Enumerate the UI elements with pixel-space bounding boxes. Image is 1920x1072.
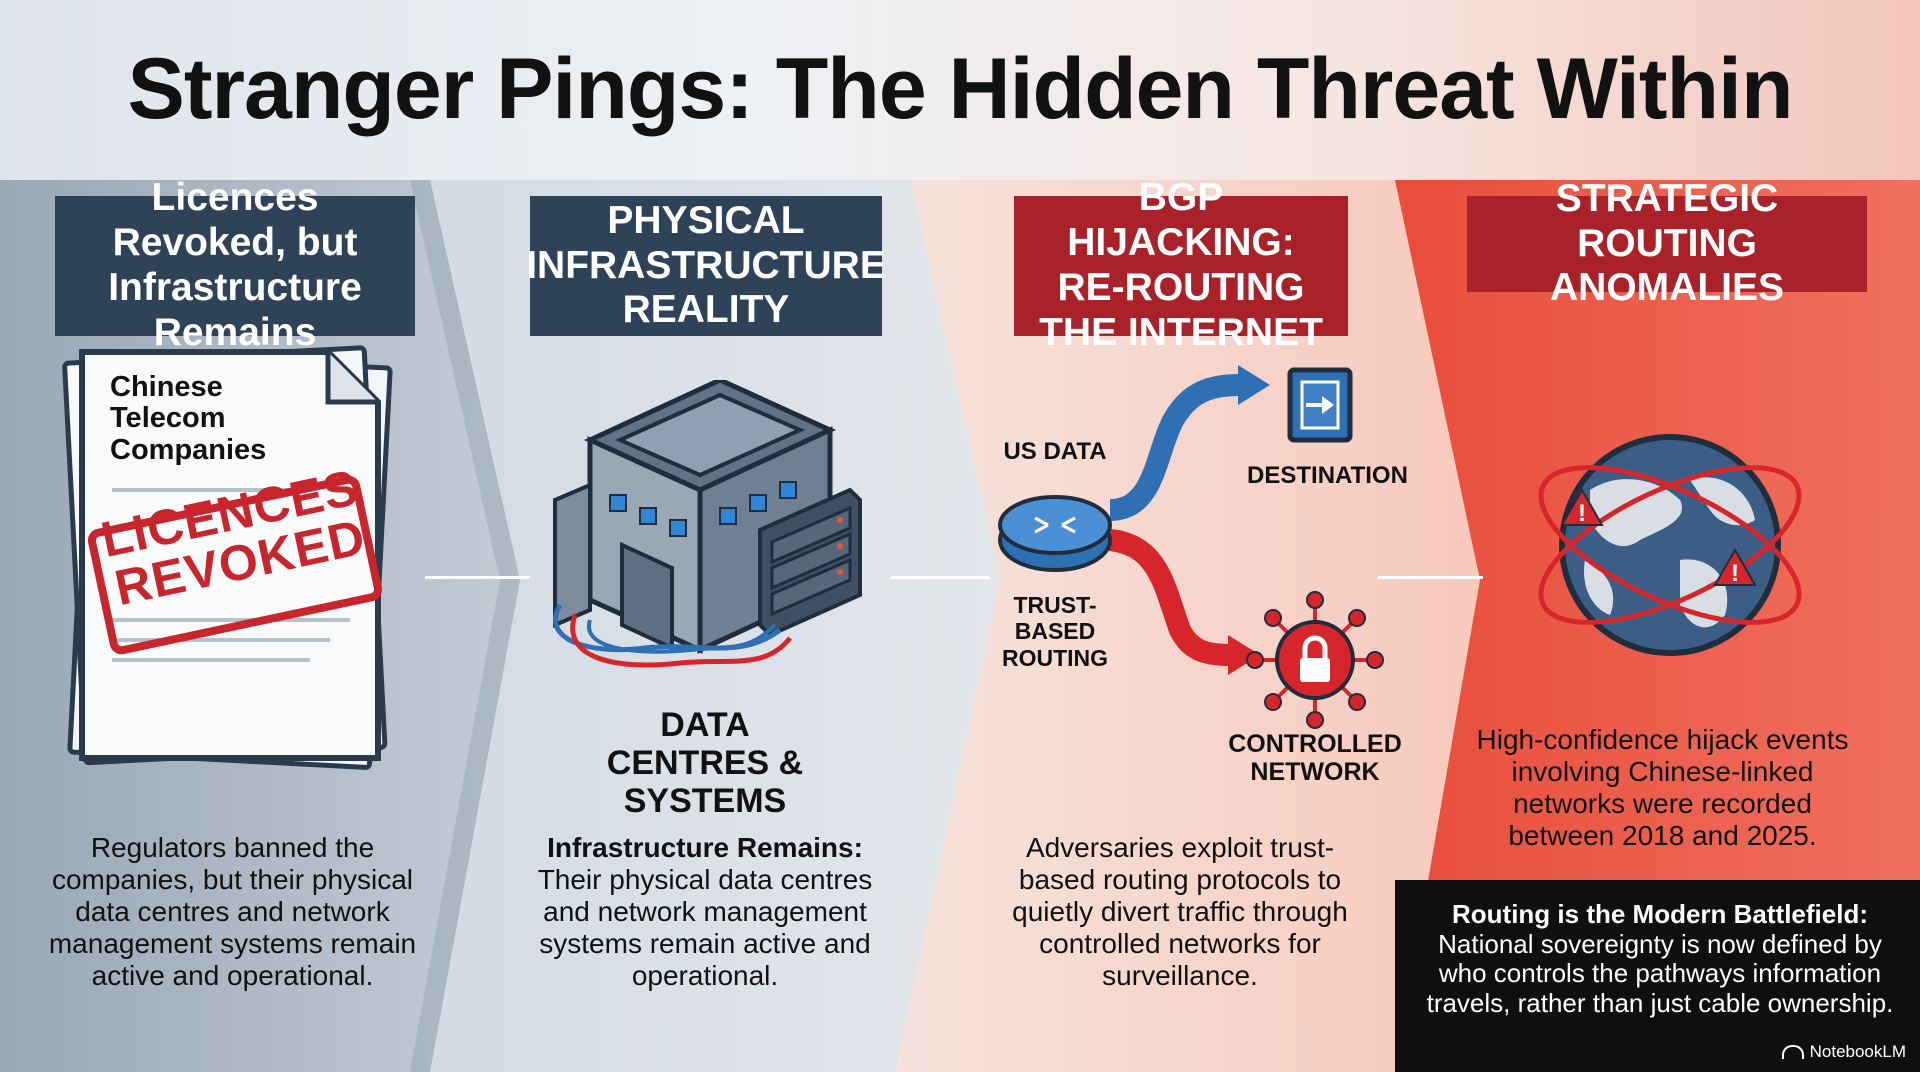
panel-2-description: Infrastructure Remains: Their physical d…: [535, 832, 875, 992]
panel-1-edge: [410, 180, 520, 1072]
svg-text:!: !: [1578, 500, 1586, 527]
bgp-diagram: [998, 365, 1384, 729]
watermark: NotebookLM: [1781, 1042, 1906, 1062]
panel-2-description-text: Their physical data centres and network …: [537, 863, 873, 991]
battlefield-callout-text: Routing is the Modern Battlefield: Natio…: [1420, 899, 1900, 1019]
panel-3-description: Adversaries exploit trust-based routing …: [1012, 832, 1348, 991]
us-data-label: US DATA: [1003, 438, 1107, 465]
callout-text: National sovereignty is now defined by w…: [1426, 928, 1894, 1018]
divider-2: [890, 576, 990, 579]
battlefield-callout: [1395, 880, 1920, 1072]
panel-3-label: BGP HIJACKING: RE-ROUTING THE INTERNET: [1014, 176, 1348, 354]
svg-text:!: !: [1731, 560, 1739, 587]
revoked-document-icon: [62, 345, 393, 770]
notebooklm-icon: [1781, 1045, 1804, 1059]
title-bar: [0, 0, 1920, 180]
callout-bold: Routing is the Modern Battlefield:: [1452, 899, 1868, 929]
panel-4-description: High-confidence hijack events involving …: [1476, 724, 1849, 851]
destination-label: DESTINATION: [1247, 462, 1408, 489]
data-centre-caption: DATA CENTRES & SYSTEMS: [606, 706, 804, 821]
panel-2-description-bold: Infrastructure Remains:: [547, 832, 863, 863]
data-centre-icon: [553, 380, 862, 668]
controlled-network-label: CONTROLLED NETWORK: [1228, 730, 1402, 786]
trust-routing-label: TRUST-BASED ROUTING: [1001, 592, 1109, 671]
panel-1-label: Licences Revoked, but Infrastructure Rem…: [55, 176, 415, 354]
globe-icon: ! !: [1538, 434, 1802, 656]
panel-4-label: STRATEGIC ROUTING ANOMALIES: [1467, 177, 1867, 309]
document-heading: Chinese Telecom Companies: [110, 371, 267, 466]
page-title: Stranger Pings: The Hidden Threat Within: [127, 41, 1794, 137]
divider-1: [425, 576, 530, 579]
panel-2-label: PHYSICAL INFRASTRUCTURE REALITY: [526, 196, 886, 336]
divider-3: [1378, 576, 1483, 579]
panel-1-description: Regulators banned the companies, but the…: [48, 832, 417, 991]
